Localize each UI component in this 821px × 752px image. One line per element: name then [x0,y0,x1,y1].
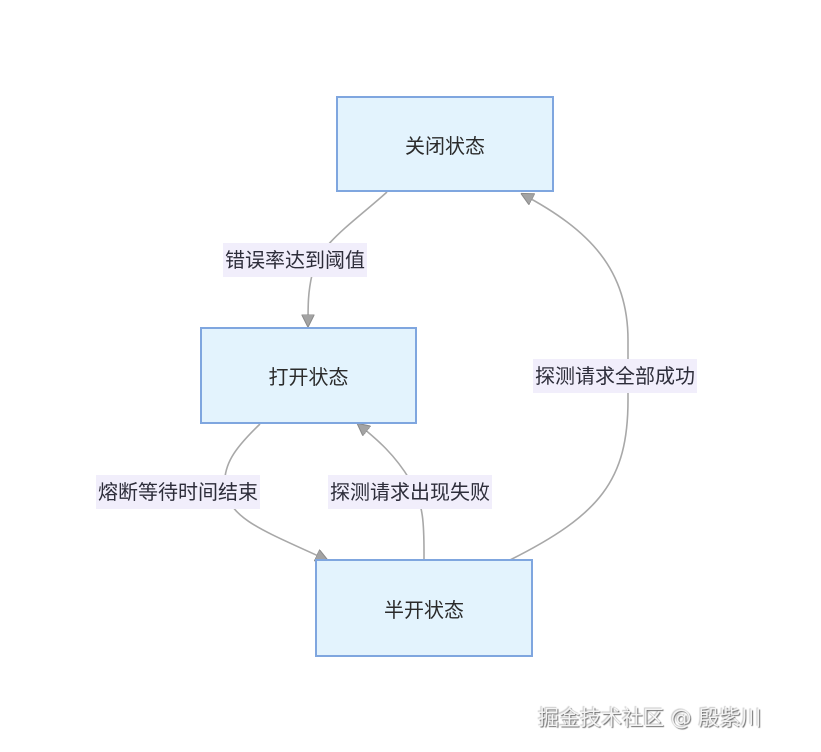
node-half-open-state: 半开状态 [315,559,533,657]
node-label: 打开状态 [268,365,349,389]
edge-label-open-to-half-open: 熔断等待时间结束 [96,475,260,509]
edge-label-half-open-to-closed: 探测请求全部成功 [533,359,697,393]
watermark: 掘金技术社区 @ 殷紫川 [538,706,762,730]
node-closed-state: 关闭状态 [336,96,554,192]
edge-label-half-open-to-open: 探测请求出现失败 [328,475,492,509]
node-label: 关闭状态 [405,133,485,158]
node-open-state: 打开状态 [200,327,417,424]
edge-half-open-to-closed [509,194,629,561]
node-label: 半开状态 [384,597,464,622]
edge-label-closed-to-open: 错误率达到阈值 [223,243,367,277]
